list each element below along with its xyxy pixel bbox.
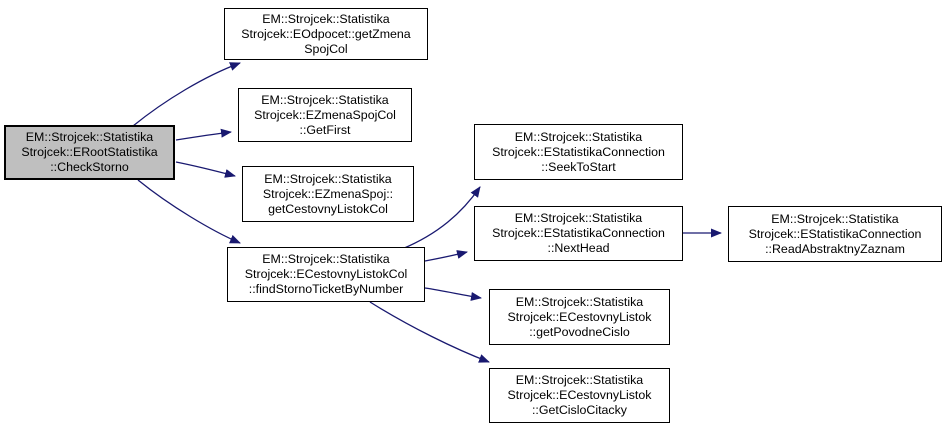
node-label-line: EM::Strojcek::Statistika bbox=[514, 129, 643, 144]
node-label-line: Strojcek::EOdpocet::getZmena bbox=[241, 26, 411, 41]
edge-checkstorno-to-getfirst bbox=[175, 128, 232, 141]
edge-findstorno-to-getcislocitacky bbox=[369, 301, 490, 363]
edge-checkstorno-to-getcestovnylistokcol bbox=[175, 161, 236, 178]
node-label-line: Strojcek::ECestovnyListok bbox=[507, 388, 652, 402]
edge-findstorno-to-seektostart bbox=[401, 186, 481, 250]
node-ezmenaspojcol-getfirst[interactable]: EM::Strojcek::Statistika Strojcek::EZmen… bbox=[238, 88, 412, 142]
node-estatistikaconnection-nexthead[interactable]: EM::Strojcek::Statistika Strojcek::EStat… bbox=[474, 206, 683, 261]
edge-checkstorno-to-getzmenaspojcol bbox=[132, 62, 241, 127]
node-label-line: EM::Strojcek::Statistika bbox=[515, 373, 644, 387]
node-label-line: Strojcek::ECestovnyListokCol bbox=[244, 267, 408, 281]
node-label-line: ::CheckStorno bbox=[50, 160, 129, 174]
node-label-line: Strojcek::EStatistikaConnection bbox=[492, 144, 665, 159]
node-label-line: EM::Strojcek::Statistika bbox=[262, 252, 390, 266]
edge-checkstorno-to-findstornoticketbynumber bbox=[137, 179, 241, 244]
node-ecestovnylistok-getcislocitacky[interactable]: EM::Strojcek::Statistika Strojcek::ECest… bbox=[489, 368, 670, 423]
node-ezmenaspoj-getcestovnylistokcol[interactable]: EM::Strojcek::Statistika Strojcek::EZmen… bbox=[242, 166, 414, 222]
node-eodpocet-getzmenaspojcol[interactable]: EM::Strojcek::Statistika Strojcek::EOdpo… bbox=[224, 8, 428, 60]
node-label-line: ::getPovodneCislo bbox=[529, 324, 630, 339]
node-label-line: EM::Strojcek::Statistika bbox=[25, 130, 154, 144]
node-estatistikaconnection-readabstraktnyzaznam[interactable]: EM::Strojcek::Statistika Strojcek::EStat… bbox=[728, 206, 942, 262]
node-label-line: getCestovnyListokCol bbox=[268, 201, 388, 216]
node-label-line: Strojcek::EStatistikaConnection bbox=[748, 226, 922, 241]
node-label-line: Strojcek::EStatistikaConnection bbox=[492, 226, 665, 240]
node-ecestovnylistokcol-findstornoticketbynumber[interactable]: EM::Strojcek::Statistika Strojcek::ECest… bbox=[227, 247, 425, 302]
node-ecestovnylistok-getpovodnecislo[interactable]: EM::Strojcek::Statistika Strojcek::ECest… bbox=[489, 289, 670, 345]
node-label-line: ::NextHead bbox=[547, 241, 610, 255]
node-label-line: ::ReadAbstraktnyZaznam bbox=[765, 241, 905, 256]
node-label-line: Strojcek::EZmenaSpoj:: bbox=[262, 186, 394, 201]
node-label-line: ::SeekToStart bbox=[541, 159, 616, 174]
node-label-line: ::GetFirst bbox=[299, 122, 351, 137]
node-label-line: Strojcek::ECestovnyListok bbox=[507, 309, 652, 324]
edge-findstorno-to-getpovodnecislo bbox=[424, 287, 482, 301]
node-label-line: EM::Strojcek::Statistika bbox=[261, 92, 389, 107]
node-label-line: EM::Strojcek::Statistika bbox=[771, 211, 899, 226]
node-label-line: ::GetCisloCitacky bbox=[531, 403, 628, 417]
node-label-line: ::findStornoTicketByNumber bbox=[248, 282, 404, 296]
edge-findstorno-to-nexthead bbox=[424, 250, 468, 262]
node-label-line: Strojcek::ERootStatistika bbox=[21, 145, 158, 159]
node-label-line: EM::Strojcek::Statistika bbox=[515, 294, 644, 309]
node-label-line: EM::Strojcek::Statistika bbox=[514, 211, 643, 225]
node-label-line: Strojcek::EZmenaSpojCol bbox=[254, 107, 396, 122]
node-check-storno[interactable]: EM::Strojcek::Statistika Strojcek::ERoot… bbox=[4, 125, 175, 180]
node-label-line: SpojCol bbox=[304, 41, 348, 56]
node-label-line: EM::Strojcek::Statistika bbox=[262, 11, 390, 26]
node-estatistikaconnection-seektostart[interactable]: EM::Strojcek::Statistika Strojcek::EStat… bbox=[474, 124, 683, 180]
node-label-line: EM::Strojcek::Statistika bbox=[264, 171, 392, 186]
